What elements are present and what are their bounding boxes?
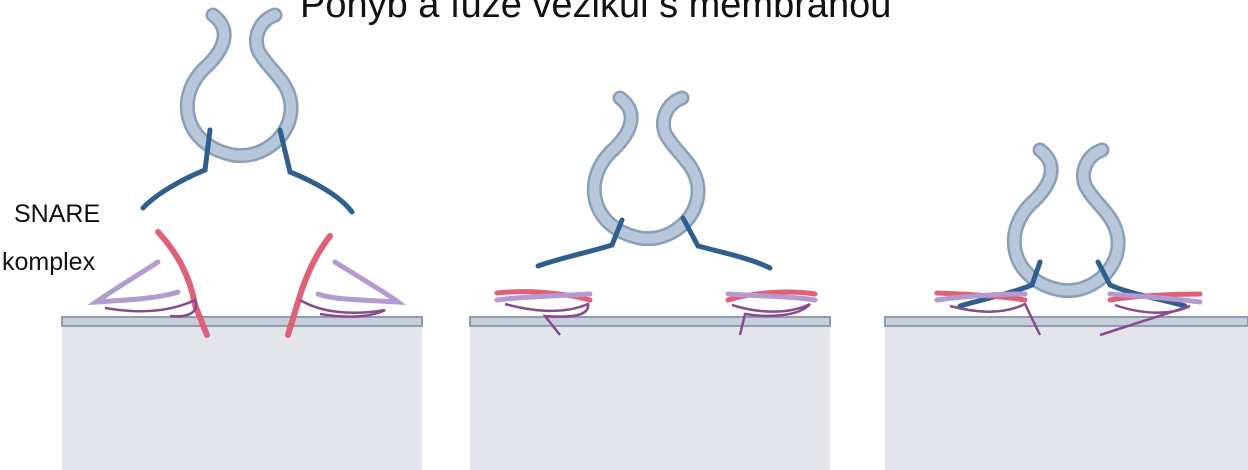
v-snare-right-1 (280, 130, 352, 212)
membrane-2 (470, 317, 830, 326)
cell-body-3 (885, 325, 1248, 470)
panel-2 (470, 98, 830, 470)
panel-1 (62, 15, 422, 470)
panel-3 (885, 150, 1248, 470)
membrane-3 (885, 317, 1248, 326)
vesicle-1 (187, 15, 291, 156)
cell-body-2 (470, 325, 830, 470)
t-snare-lilac-left-1 (96, 262, 178, 302)
t-snare-lilac-right-1 (318, 262, 398, 302)
membrane-1 (62, 317, 422, 326)
cell-body-1 (62, 325, 422, 470)
v-snare-right-2 (683, 218, 770, 268)
